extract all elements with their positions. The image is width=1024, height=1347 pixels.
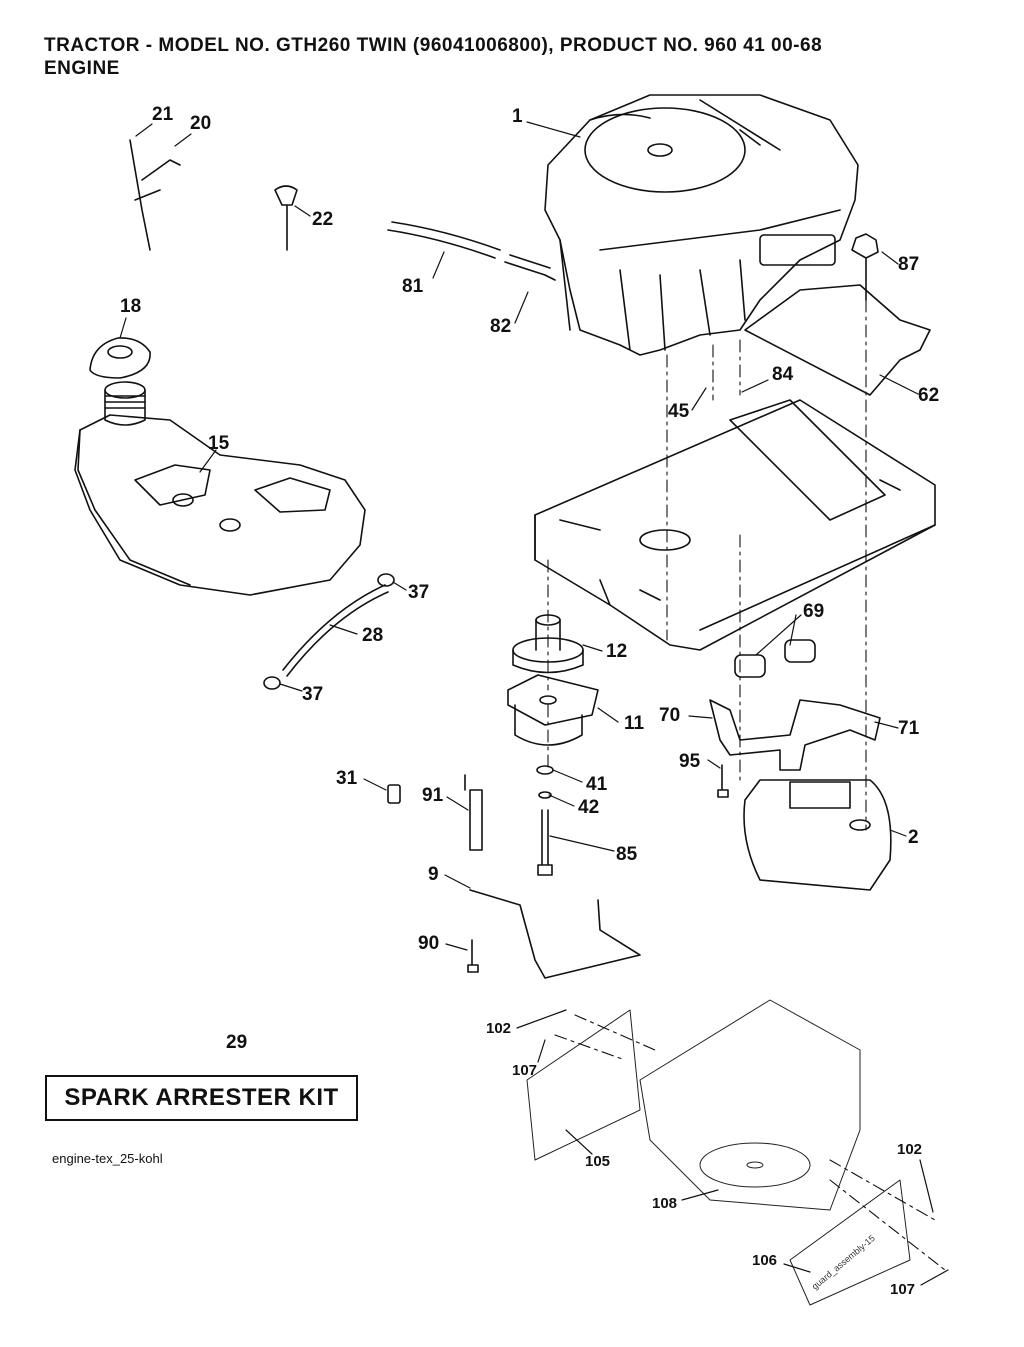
exhaust-manifold-part <box>709 699 881 771</box>
kit-number: 29 <box>226 1032 248 1053</box>
callout-label: 28 <box>362 625 383 646</box>
callout-label: 37 <box>408 582 429 603</box>
bolt-90-part <box>467 939 479 973</box>
choke-cable-part <box>129 139 181 251</box>
callout-label: 18 <box>120 296 141 317</box>
callout-label: 22 <box>312 209 333 230</box>
watermark-text: guard_assembly-15 <box>810 1233 877 1291</box>
lock-washer-part <box>538 791 552 799</box>
electric-clutch-part <box>507 674 599 746</box>
engine-mount-frame <box>534 399 936 651</box>
callout-label: 11 <box>624 713 645 734</box>
callout-label: 31 <box>336 768 358 789</box>
callout-label: 95 <box>679 751 701 772</box>
gasket-part <box>734 639 816 678</box>
callout-label: 106 <box>752 1252 777 1269</box>
callout-label: 42 <box>578 797 599 818</box>
callout-label: 62 <box>918 385 939 406</box>
fuel-tank-part <box>74 381 366 596</box>
callout-label: 1 <box>512 106 523 127</box>
page-subtitle: ENGINE <box>44 58 120 79</box>
callout-label: 107 <box>512 1062 537 1079</box>
callout-label: 41 <box>586 774 608 795</box>
spark-arrester-kit-box: SPARK ARRESTER KIT <box>45 1075 358 1121</box>
callout-label: 2 <box>908 827 919 848</box>
muffler-part <box>743 779 892 891</box>
fuel-fitting-part <box>504 254 556 281</box>
spacer-part <box>464 774 483 851</box>
callout-label: 102 <box>897 1141 922 1158</box>
shutoff-valve-part <box>274 185 298 251</box>
insert-part <box>387 784 401 804</box>
callout-label: 15 <box>208 433 230 454</box>
bolt-95-part <box>717 764 729 798</box>
rod-part <box>469 889 641 979</box>
callout-label: 12 <box>606 641 627 662</box>
callout-label: 107 <box>890 1281 915 1298</box>
page-title: TRACTOR - MODEL NO. GTH260 TWIN (9604100… <box>44 35 823 56</box>
callout-label: 69 <box>803 601 824 622</box>
clamp-part <box>377 573 395 587</box>
alignment-lines <box>547 299 946 1271</box>
callout-label: 37 <box>302 684 323 705</box>
callout-labels: 1 2 9 11 12 15 18 20 21 22 28 31 37 37 4… <box>120 104 939 1298</box>
diagram-code: engine-tex_25-kohl <box>52 1151 163 1166</box>
callout-label: 85 <box>616 844 638 865</box>
callout-label: 20 <box>190 113 211 134</box>
washer-part <box>536 765 554 775</box>
knob-part <box>851 233 879 301</box>
callout-label: 21 <box>152 104 174 125</box>
callout-label: 108 <box>652 1195 677 1212</box>
callout-label: 105 <box>585 1153 610 1170</box>
heat-shield-part <box>744 284 931 396</box>
engine-part <box>544 94 859 356</box>
callout-label: 90 <box>418 933 439 954</box>
leader-lines <box>119 121 949 1286</box>
callout-label: 70 <box>659 705 680 726</box>
callout-label: 91 <box>422 785 444 806</box>
callout-label: 84 <box>772 364 794 385</box>
clamp-part <box>263 676 281 690</box>
callout-label: 87 <box>898 254 919 275</box>
callout-label: 81 <box>402 276 424 297</box>
callout-label: 9 <box>428 864 439 885</box>
callout-label: 45 <box>668 401 690 422</box>
fuel-line-part <box>282 584 389 677</box>
fuel-cap-part <box>89 337 151 379</box>
callout-label: 102 <box>486 1020 511 1037</box>
fuel-hose-part <box>387 221 501 259</box>
bolt-part <box>537 809 553 876</box>
callout-label: 82 <box>490 316 511 337</box>
callout-label: 71 <box>898 718 920 739</box>
